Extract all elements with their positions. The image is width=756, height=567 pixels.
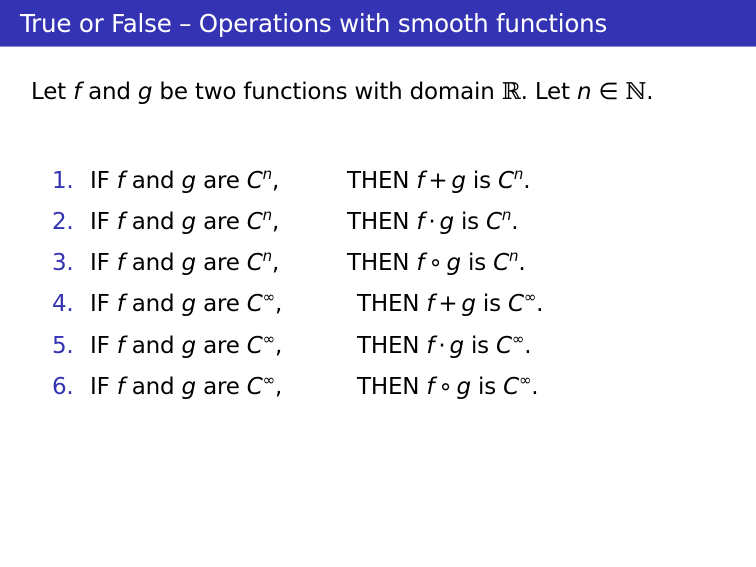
math-element-of: ∈ <box>591 79 626 105</box>
item-hypothesis: IF f and g are Cn, <box>90 206 280 236</box>
math-var-g: g <box>137 79 153 105</box>
text: and <box>81 79 138 105</box>
item-conclusion: THEN f+g is Cn. <box>347 165 531 195</box>
intro-sentence: Let f and g be two functions with domain… <box>31 79 654 105</box>
item-number: 1. <box>52 168 74 194</box>
item-hypothesis: IF f and g are Cn, <box>90 247 280 277</box>
text: . Let <box>520 79 577 105</box>
item-number: 3. <box>52 250 74 276</box>
item-conclusion: THEN f∘g is Cn. <box>347 247 526 277</box>
slide-title-bar: True or False – Operations with smooth f… <box>0 0 756 47</box>
slide-title: True or False – Operations with smooth f… <box>20 9 608 38</box>
math-naturals: ℕ <box>625 79 647 105</box>
math-var-n: n <box>576 79 592 105</box>
item-number: 6. <box>52 374 74 400</box>
item-conclusion: THEN f·g is Cn. <box>347 206 519 236</box>
item-number: 5. <box>52 333 74 359</box>
item-conclusion: THEN f∘g is C∞. <box>357 371 539 401</box>
math-var-f: f <box>73 79 81 105</box>
item-hypothesis: IF f and g are Cn, <box>90 165 280 195</box>
item-hypothesis: IF f and g are C∞, <box>90 288 283 318</box>
item-hypothesis: IF f and g are C∞, <box>90 330 283 360</box>
text: . <box>646 79 654 105</box>
text: be two functions with domain <box>152 79 502 105</box>
item-conclusion: THEN f+g is C∞. <box>357 288 544 318</box>
item-number: 4. <box>52 291 74 317</box>
math-reals: ℝ <box>501 79 521 105</box>
text: Let <box>31 79 74 105</box>
item-conclusion: THEN f·g is C∞. <box>357 330 532 360</box>
item-hypothesis: IF f and g are C∞, <box>90 371 283 401</box>
item-number: 2. <box>52 209 74 235</box>
